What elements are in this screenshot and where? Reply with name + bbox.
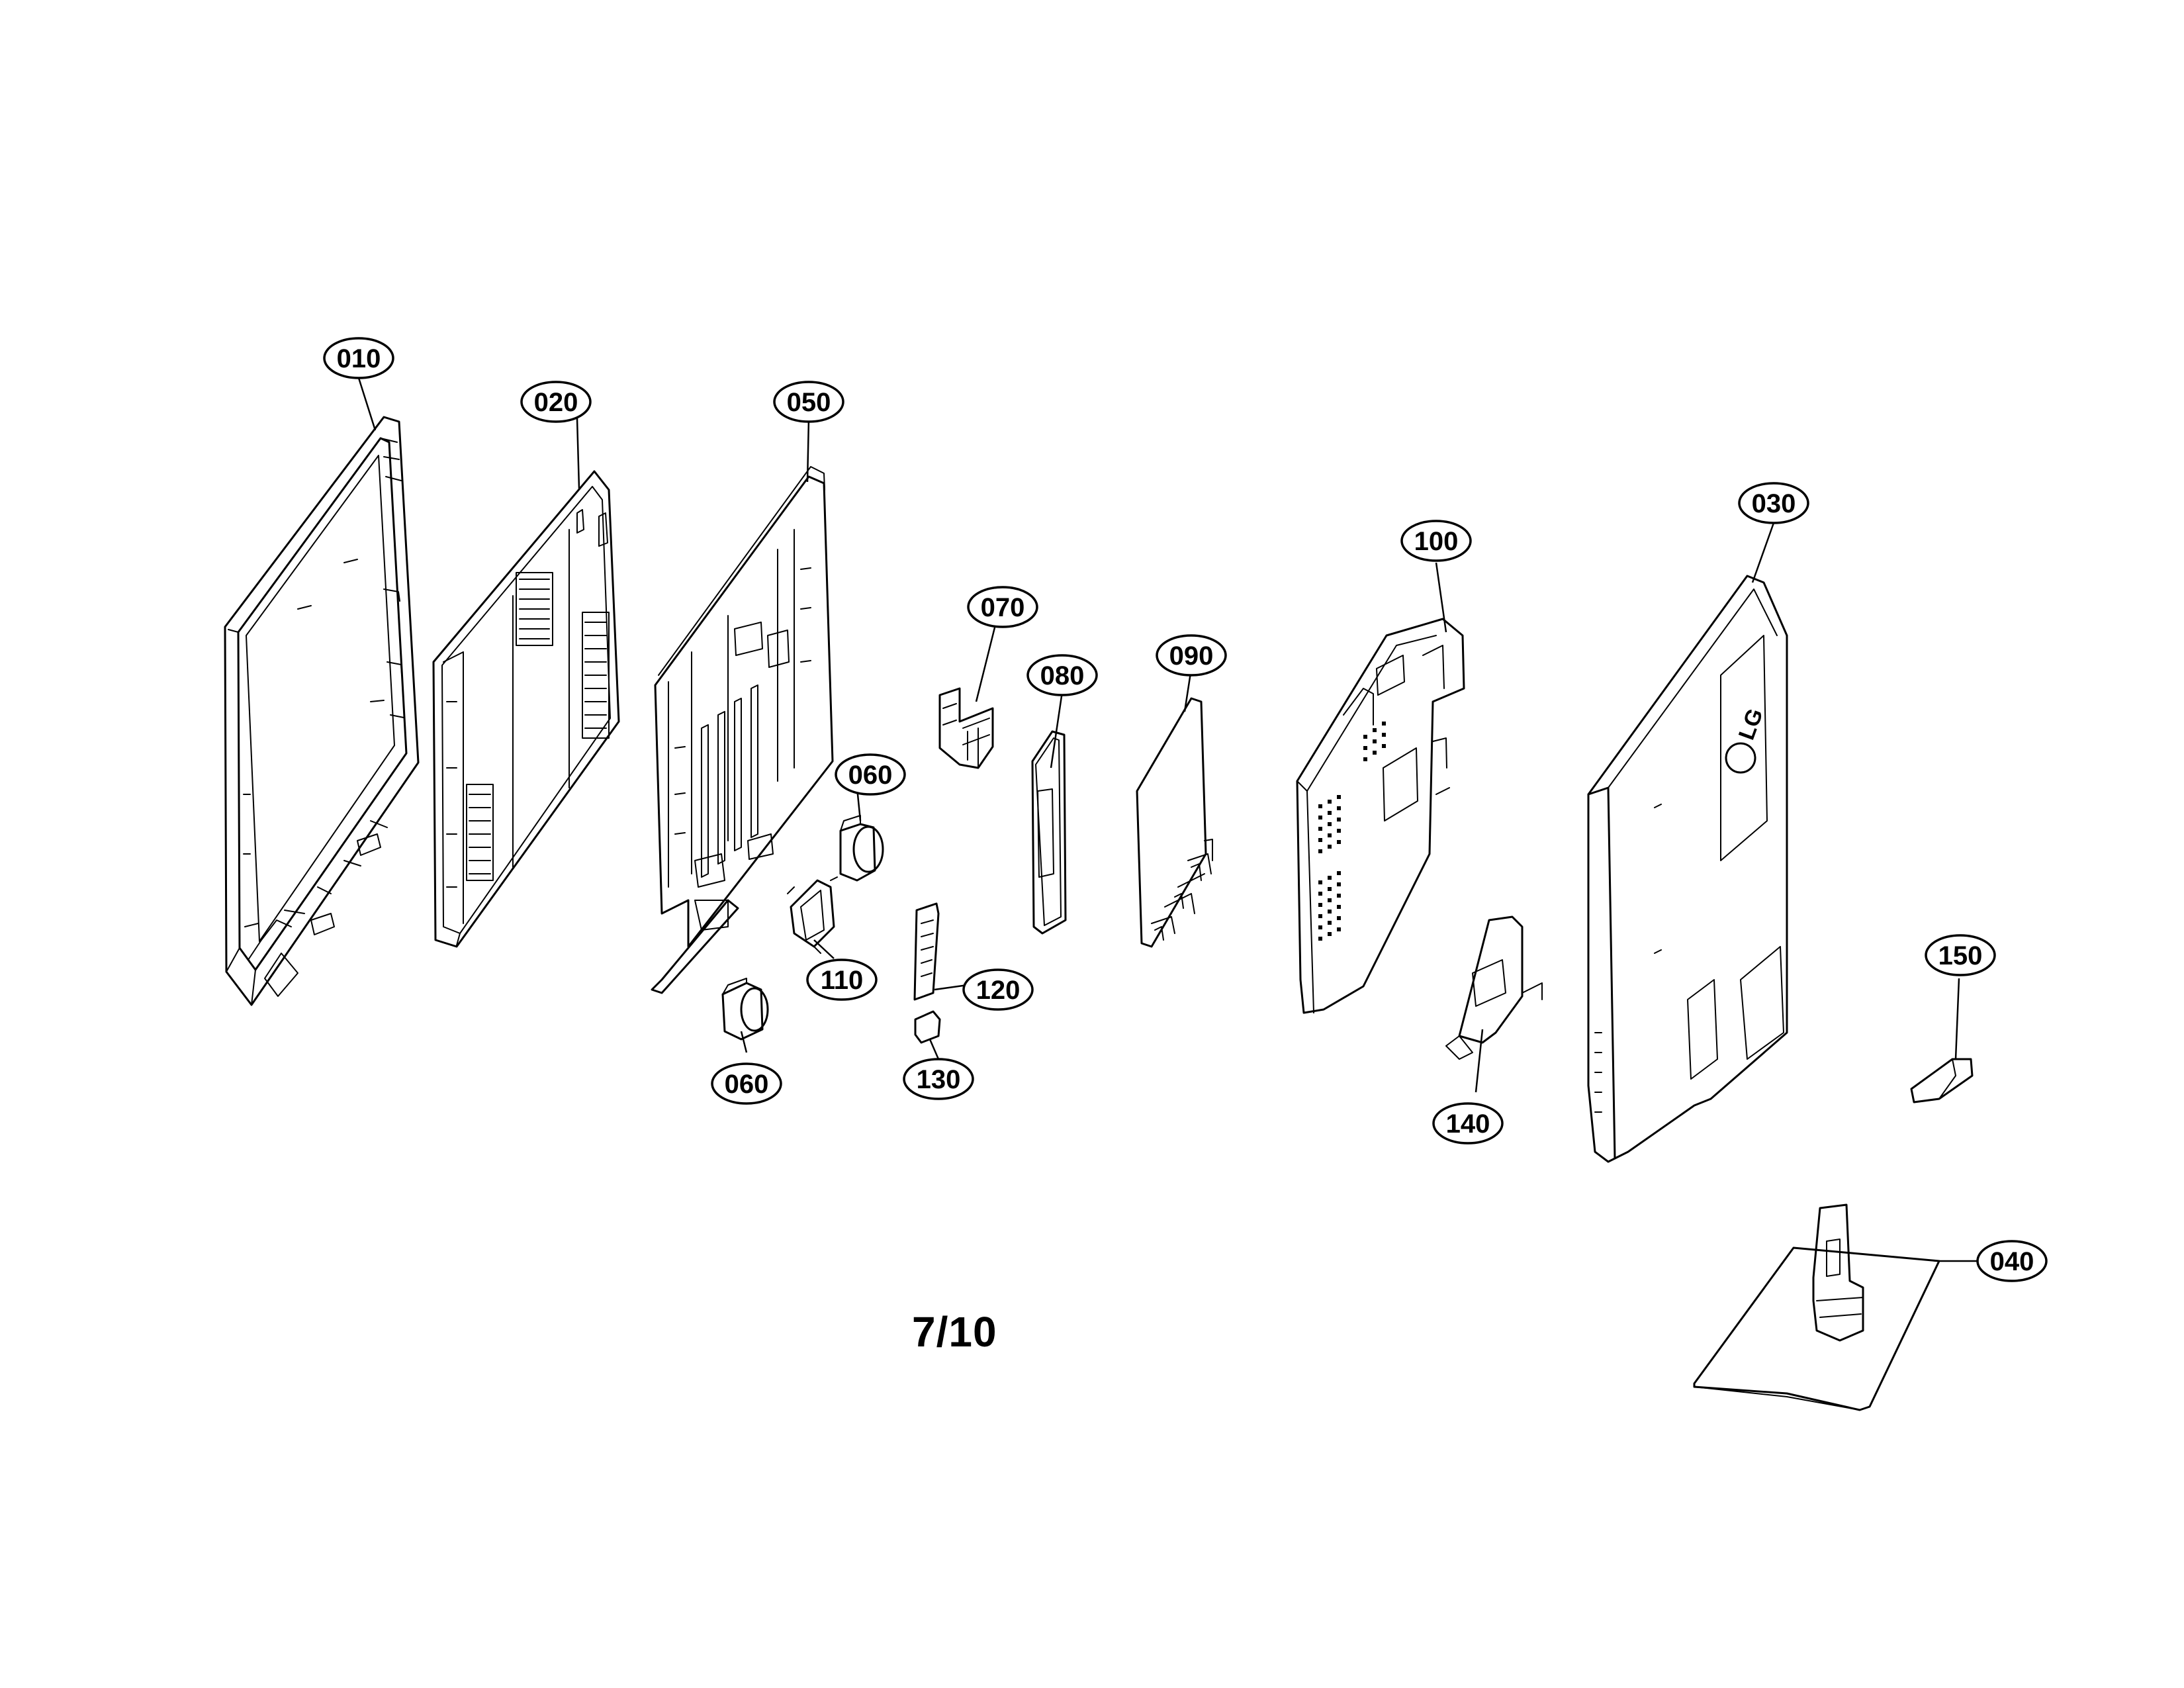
callout-060-upper: 060 [835, 753, 906, 796]
callout-110: 110 [806, 959, 878, 1001]
part-speaker-lower [721, 978, 769, 1041]
callout-010: 010 [323, 337, 394, 379]
callout-150: 150 [1925, 934, 1996, 976]
part-display-panel [432, 470, 620, 948]
callout-030: 030 [1738, 482, 1809, 524]
svg-text:080: 080 [1040, 661, 1085, 690]
part-button-board-120 [913, 902, 940, 1001]
part-small-130 [914, 1010, 941, 1044]
svg-text:050: 050 [787, 388, 831, 417]
svg-text:020: 020 [534, 388, 578, 417]
part-rear-shield-100 [1296, 618, 1465, 1014]
part-back-cover-030: LG [1587, 575, 1788, 1163]
grill-020-a [516, 572, 553, 646]
logo-lg-text: LG [1734, 705, 1768, 743]
part-clip-150 [1910, 1058, 1974, 1103]
svg-text:010: 010 [337, 344, 381, 373]
part-wall-bracket-140 [1445, 915, 1543, 1060]
svg-text:150: 150 [1938, 941, 1983, 970]
callout-130: 130 [903, 1058, 974, 1100]
logo-lg: LG [1725, 705, 1768, 774]
callout-040: 040 [1976, 1240, 2048, 1282]
callout-090: 090 [1156, 634, 1227, 677]
callout-020: 020 [520, 381, 592, 423]
callout-100: 100 [1400, 520, 1472, 562]
callout-060-lower: 060 [711, 1062, 782, 1105]
leader-lines [357, 377, 1979, 1262]
part-main-board-090 [1136, 697, 1213, 948]
svg-text:060: 060 [848, 761, 893, 790]
svg-text:030: 030 [1752, 489, 1796, 518]
svg-text:040: 040 [1990, 1247, 2034, 1276]
svg-text:110: 110 [821, 966, 864, 995]
callout-050: 050 [773, 381, 844, 423]
part-bracket-110 [787, 876, 838, 954]
page-number: 7/10 [912, 1308, 997, 1356]
svg-text:100: 100 [1414, 527, 1459, 556]
callout-140: 140 [1432, 1102, 1504, 1145]
perforation-grid-100 [1318, 722, 1386, 941]
part-front-bezel [224, 416, 420, 1006]
svg-text:060: 060 [725, 1070, 769, 1099]
grill-020-b [582, 612, 610, 739]
part-chassis-frame [651, 466, 834, 994]
part-terminal-bracket [938, 687, 994, 769]
callout-080: 080 [1026, 654, 1098, 696]
svg-text:130: 130 [917, 1065, 961, 1094]
svg-text:070: 070 [981, 593, 1025, 622]
part-speaker-upper [839, 815, 884, 882]
part-stand-040 [1693, 1203, 1940, 1411]
callout-120: 120 [962, 968, 1034, 1011]
svg-text:140: 140 [1446, 1109, 1490, 1139]
svg-text:120: 120 [976, 976, 1021, 1005]
callout-070: 070 [967, 586, 1038, 628]
grill-020-c [466, 784, 494, 881]
part-board-080 [1031, 730, 1067, 935]
svg-text:090: 090 [1169, 641, 1214, 671]
